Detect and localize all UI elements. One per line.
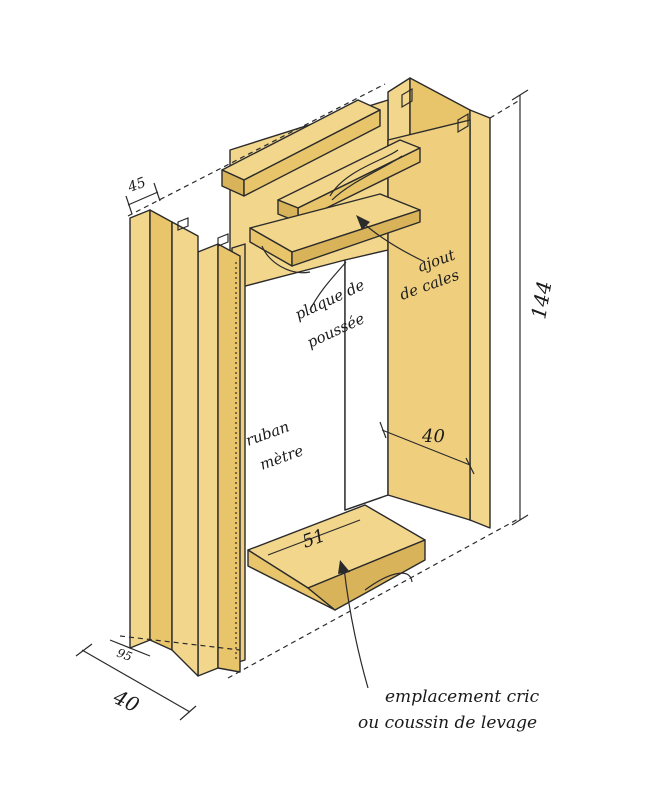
bracket-icon: [177, 87, 469, 247]
dimension-foot-thickness: [109, 639, 151, 657]
dimension-foot-depth-label: 40: [109, 684, 143, 717]
dimension-height: [511, 89, 529, 526]
label-ruban-line2: mètre: [257, 441, 306, 473]
dimension-height-label: 144: [526, 279, 556, 321]
label-emplacement-line1: emplacement cric: [385, 687, 540, 707]
dashed-outline: [119, 83, 521, 679]
front-left-post-inner: [197, 243, 241, 677]
dimension-foot-depth: [75, 643, 197, 721]
top-crossbeam: [221, 99, 381, 197]
front-left-post-outer: [129, 209, 173, 651]
front-left-post-body: [171, 221, 199, 677]
label-ruban-line1: ruban: [243, 417, 291, 449]
dimension-top-label: 45: [125, 175, 148, 197]
dimension-inner-width: [379, 421, 475, 475]
dimension-top: [125, 182, 161, 215]
dimension-foot-thickness-label: 95: [115, 646, 134, 664]
dimension-inner-width-label: 40: [421, 426, 445, 447]
push-plate: [249, 193, 421, 274]
dimension-base-width: [267, 519, 361, 556]
arrow-icon: [309, 215, 426, 689]
label-emplacement-line2: ou coussin de levage: [358, 713, 537, 733]
base-plate: [247, 504, 426, 611]
handle-icon: [329, 149, 403, 201]
